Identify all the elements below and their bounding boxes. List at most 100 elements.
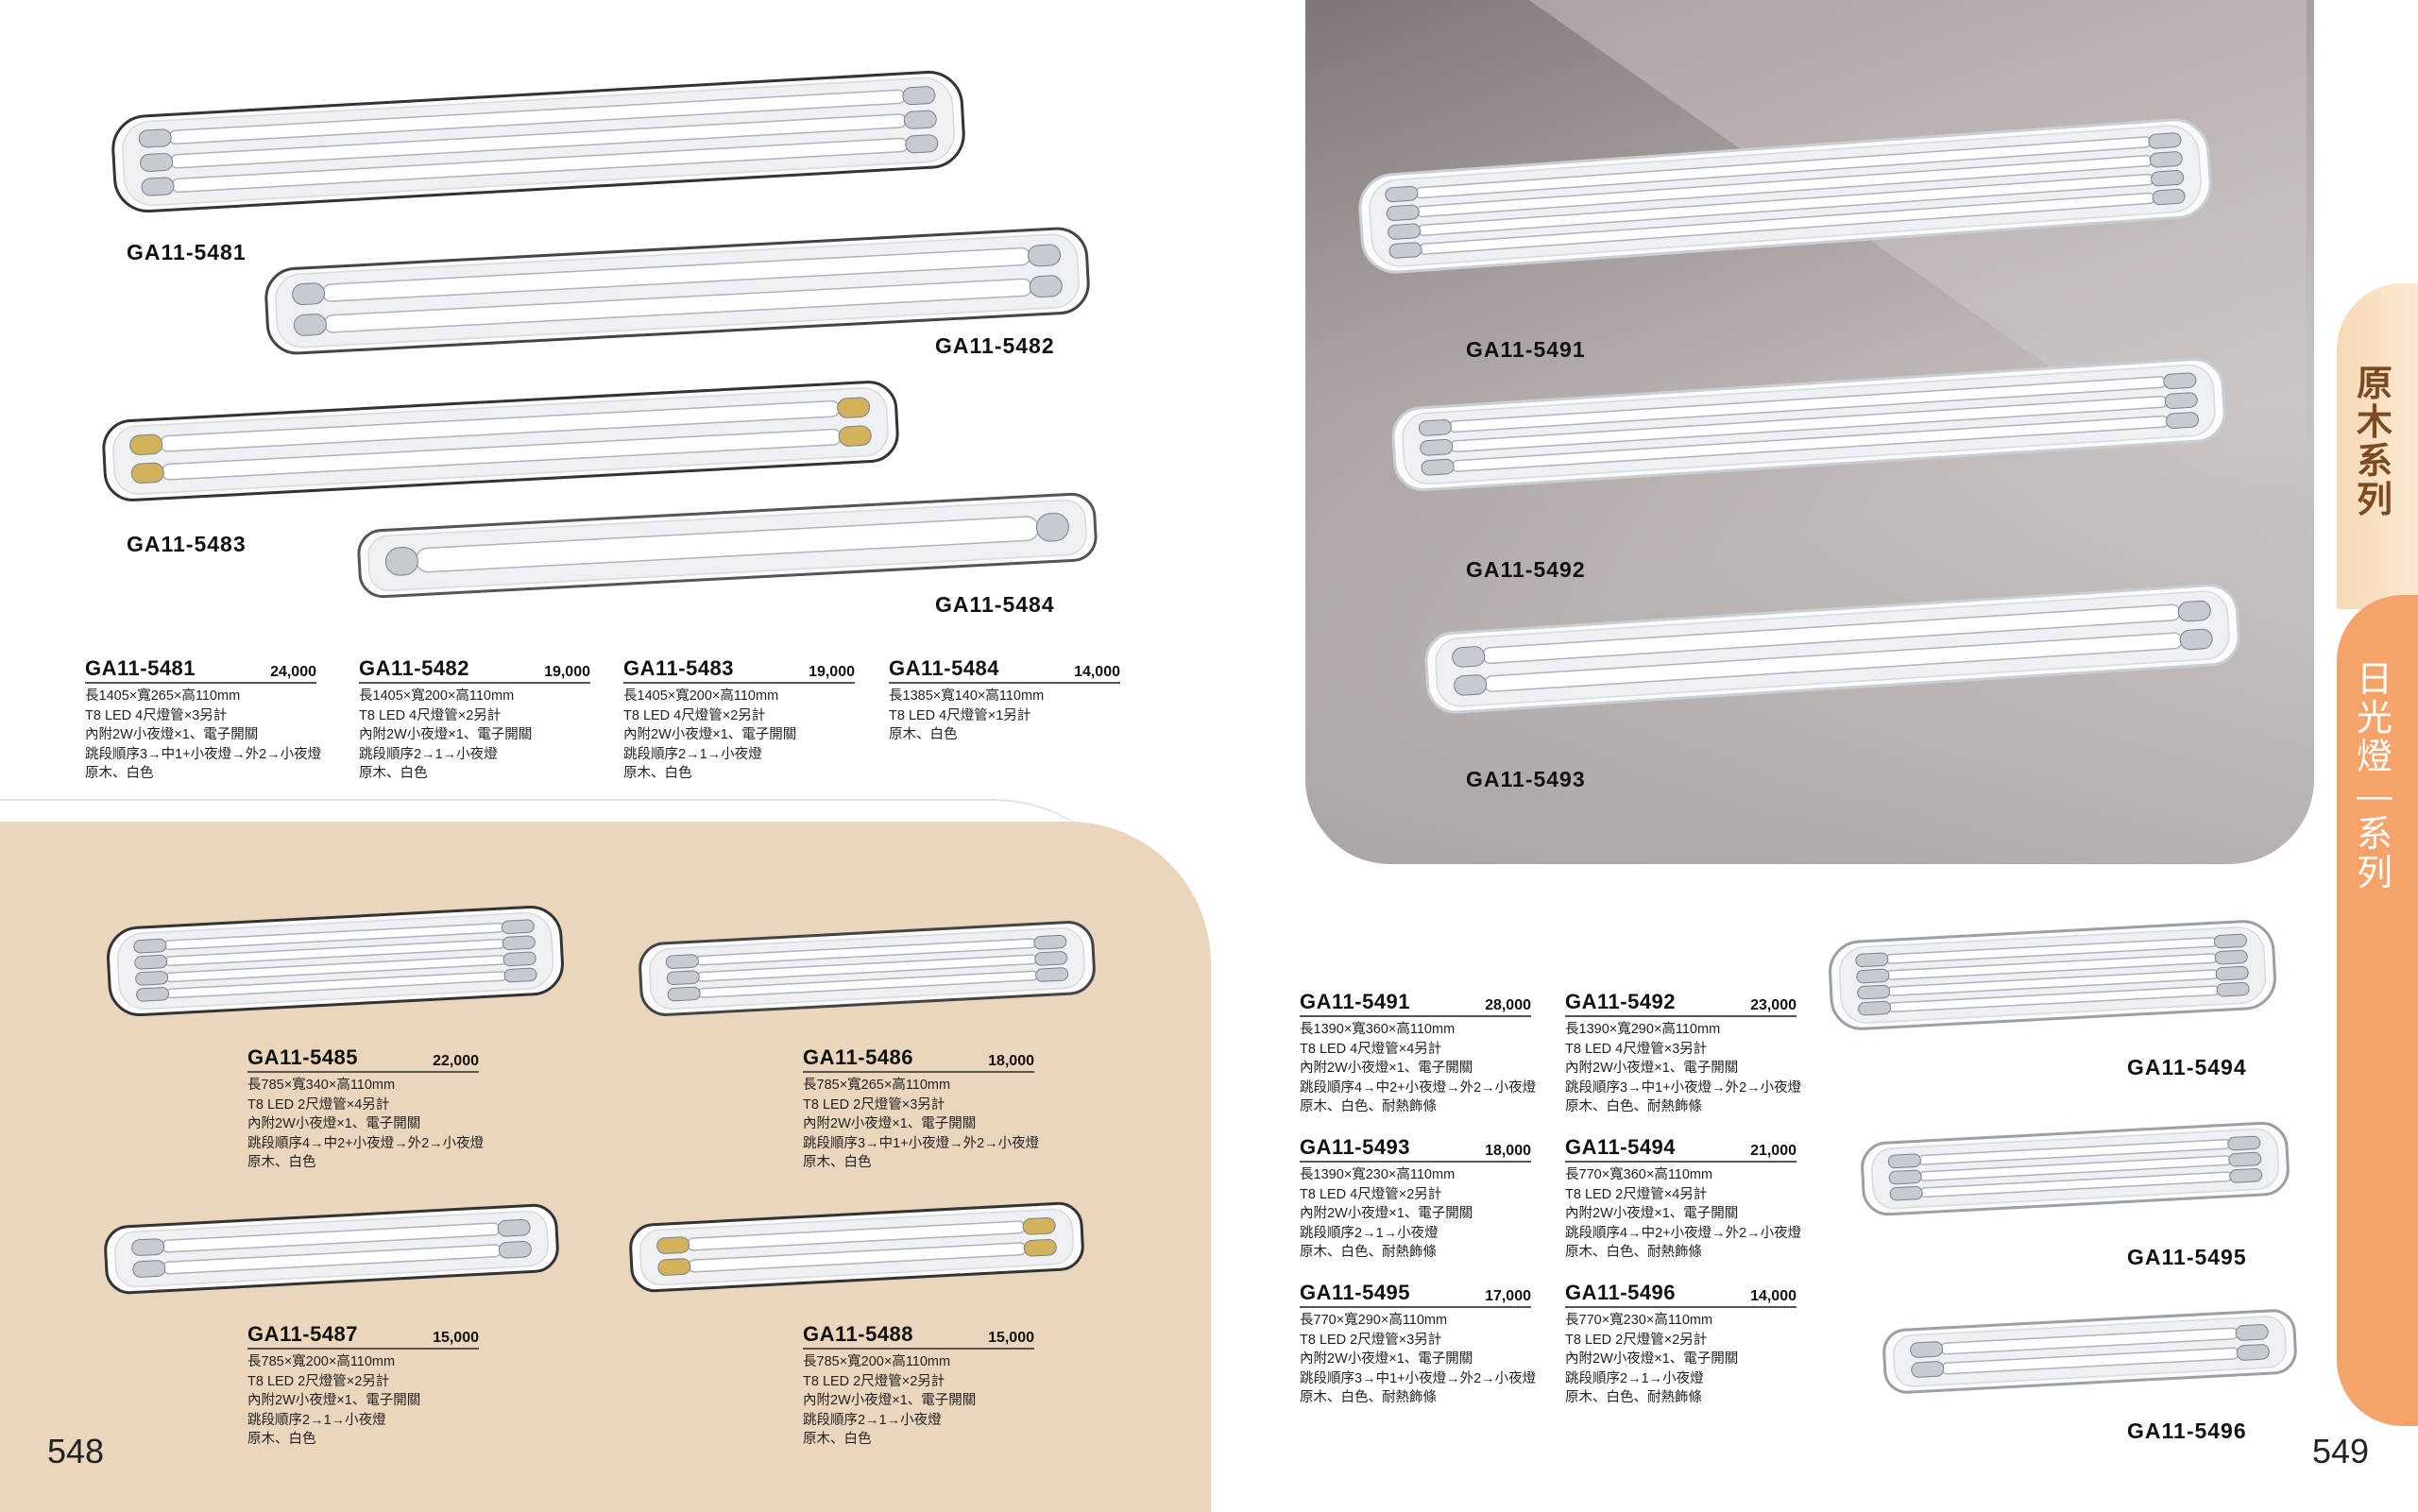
tube-end-cap	[2163, 372, 2197, 390]
tube-end-cap	[2164, 392, 2198, 410]
tube-end-cap	[140, 152, 174, 172]
fixture-body	[1391, 357, 2226, 492]
spec-model: GA11-5493	[1300, 1135, 1411, 1159]
spec-line: 長770×寬360×高110mm	[1565, 1167, 1713, 1182]
spec-line: 長785×寬200×高110mm	[803, 1354, 951, 1369]
fixture-body	[629, 1201, 1084, 1293]
side-tab-fluorescent-series[interactable]	[2337, 595, 2418, 1426]
page-number-right: 549	[2312, 1432, 2370, 1470]
fixture-label: GA11-5484	[935, 592, 1055, 617]
tube-end-cap	[2216, 982, 2250, 997]
spec-line: 原木、白色	[889, 727, 958, 742]
tube-end-cap	[1035, 513, 1069, 542]
tube-end-cap	[498, 1240, 532, 1259]
tube-end-cap	[1454, 674, 1488, 696]
side-tab-wood-series[interactable]	[2337, 283, 2418, 609]
spec-model: GA11-5485	[247, 1045, 359, 1069]
spec-line: 跳段順序2→1→小夜燈	[1565, 1370, 1704, 1386]
fixture-label: GA11-5496	[2127, 1419, 2247, 1443]
spec-model: GA11-5496	[1565, 1281, 1677, 1304]
spec-line: 跳段順序4→中2+小夜燈→外2→小夜燈	[247, 1135, 485, 1151]
spec-line: 跳段順序2→1→小夜燈	[247, 1412, 386, 1428]
tube-end-cap	[665, 954, 699, 969]
page-divider-arc	[0, 799, 1145, 1082]
tube-end-cap	[903, 110, 937, 129]
fixture-body	[111, 70, 965, 213]
spec-price: 19,000	[809, 664, 855, 680]
tube-end-cap	[667, 986, 701, 1002]
tube-end-cap	[131, 1238, 165, 1256]
fixture-5481	[111, 70, 965, 213]
tube-end-cap	[1386, 204, 1420, 221]
fixture-body	[1358, 118, 2212, 274]
tube-end-cap	[292, 282, 326, 306]
spec-line: 原木、白色	[803, 1155, 872, 1170]
spec-price: 18,000	[1485, 1143, 1531, 1159]
spec-price: 24,000	[270, 664, 316, 680]
spec-line: 跳段順序3→中1+小夜燈→外2→小夜燈	[85, 746, 322, 762]
spec-line: 跳段順序4→中2+小夜燈→外2→小夜燈	[1565, 1225, 1802, 1241]
spec-line: 跳段順序2→1→小夜燈	[803, 1412, 942, 1428]
spec-line: 跳段順序3→中1+小夜燈→外2→小夜燈	[1565, 1079, 1802, 1096]
fixture-5494	[1829, 920, 2276, 1030]
tube-end-cap	[2213, 933, 2247, 949]
tube-end-cap	[1028, 244, 1062, 267]
fixture-body	[1424, 584, 2240, 714]
fixture-base-plate	[1369, 125, 2202, 267]
spec-line: T8 LED 2尺燈管×4另計	[247, 1096, 390, 1113]
spec-model: GA11-5484	[889, 656, 1000, 680]
tube-end-cap	[133, 938, 167, 954]
tube-end-cap	[129, 433, 163, 456]
tube-end-cap	[497, 1219, 531, 1237]
spec-line: 跳段順序2→1→小夜燈	[1300, 1225, 1439, 1241]
tube-end-cap	[384, 547, 418, 576]
spec-line: 長785×寬200×高110mm	[247, 1354, 396, 1369]
fixture-label: GA11-5481	[127, 240, 247, 264]
spec-price: 22,000	[433, 1053, 479, 1069]
tube-end-cap	[1421, 458, 1455, 476]
fixture-label: GA11-5494	[2127, 1055, 2247, 1079]
tube-end-cap	[136, 987, 170, 1002]
spec-lines: 長770×寬360×高110mm T8 LED 2尺燈管×4另計內附2W小夜燈×1…	[1565, 1165, 1802, 1263]
tube-end-cap	[141, 177, 175, 196]
tube-end-cap	[132, 1260, 166, 1278]
tube-end-cap	[1420, 438, 1454, 456]
tube-end-cap	[134, 954, 168, 970]
spec-model: GA11-5494	[1565, 1135, 1677, 1159]
spec-line: 內附2W小夜燈×1、電子開關	[623, 727, 797, 742]
spec-line: 跳段順序2→1→小夜燈	[623, 746, 762, 762]
spec-line: 內附2W小夜燈×1、電子開關	[1300, 1061, 1473, 1076]
tube-end-cap	[2214, 949, 2248, 965]
spec-line: 原木、白色	[623, 766, 692, 781]
spec-line: T8 LED 2尺燈管×4另計	[1565, 1186, 1708, 1202]
tube-end-cap	[1855, 952, 1889, 968]
spec-price: 14,000	[1750, 1288, 1796, 1304]
spec-line: 內附2W小夜燈×1、電子開關	[1565, 1206, 1739, 1221]
tube-end-cap	[2236, 1344, 2270, 1361]
spec-line: T8 LED 2尺燈管×2另計	[247, 1373, 390, 1389]
fixture-body	[102, 381, 899, 501]
fixture-5486	[639, 921, 1096, 1016]
spec-model: GA11-5495	[1300, 1281, 1411, 1304]
spec-line: 跳段順序3→中1+小夜燈→外2→小夜燈	[803, 1135, 1040, 1151]
fixture-label: GA11-5493	[1466, 767, 1586, 791]
